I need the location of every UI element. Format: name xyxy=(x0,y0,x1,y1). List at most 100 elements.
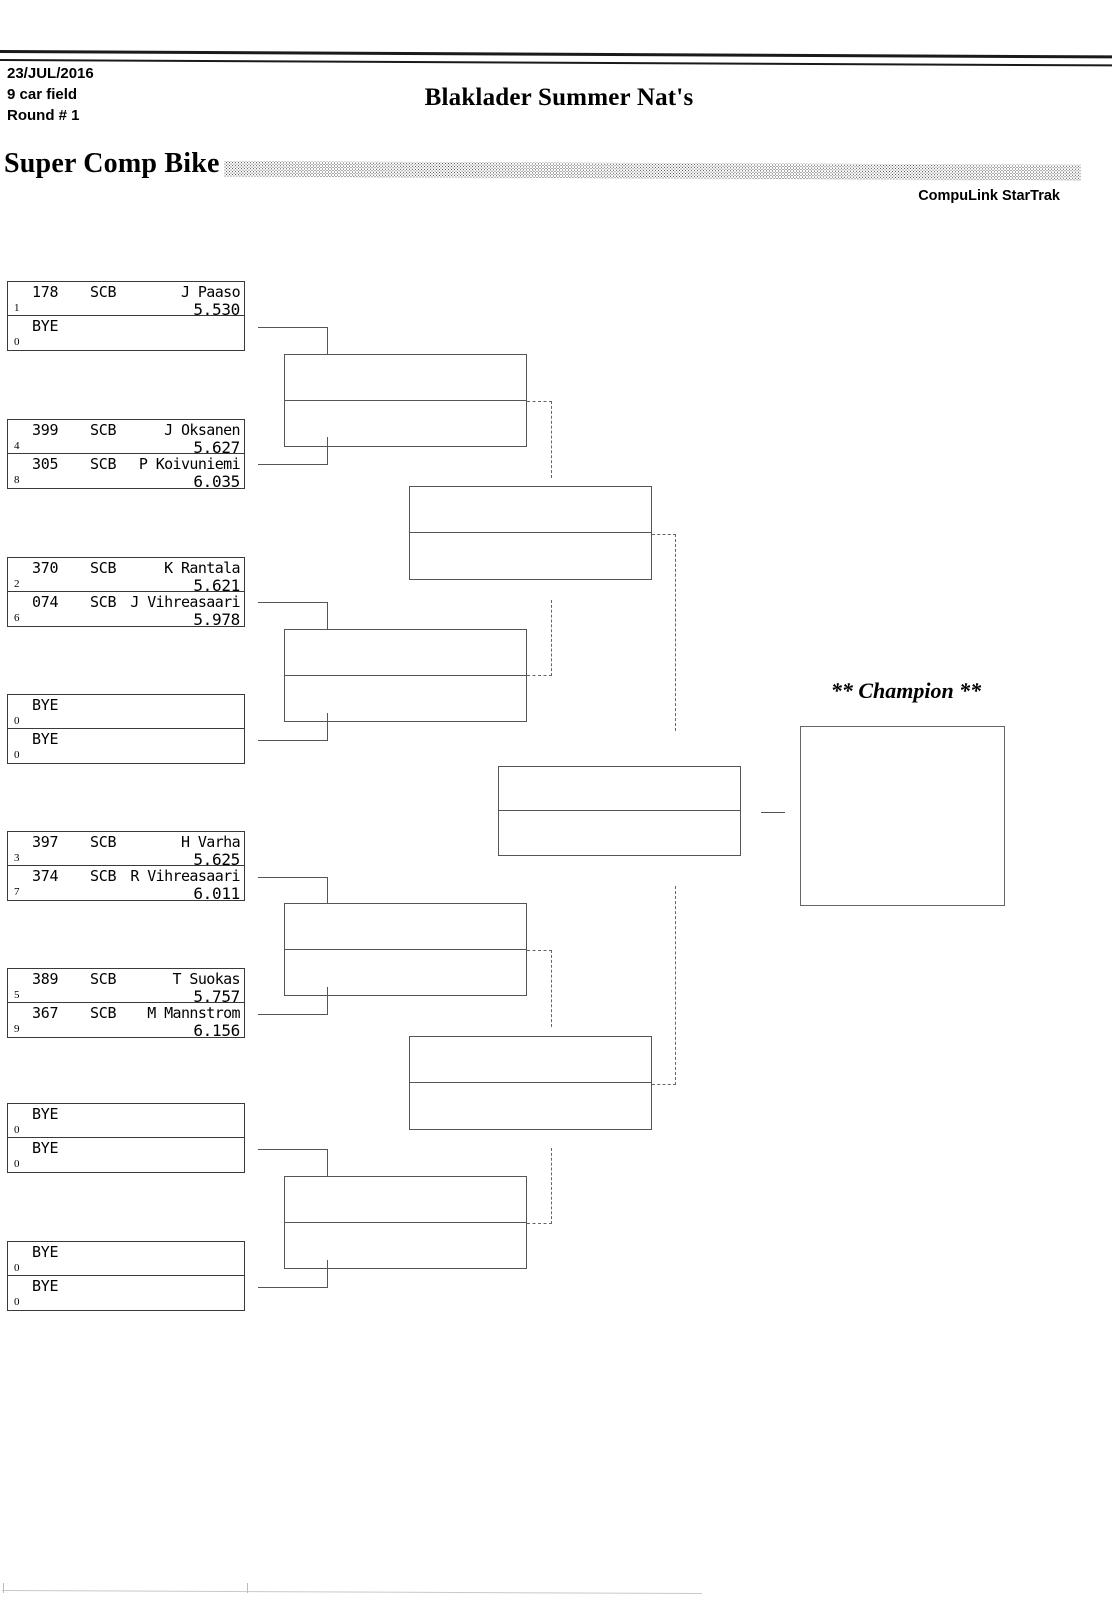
class-code: SCB xyxy=(90,1004,117,1022)
connector-line xyxy=(327,877,328,904)
round2-pair-2[interactable] xyxy=(284,629,527,722)
footer-rule xyxy=(1,1590,702,1595)
round1-pair-4[interactable]: BYE 0 BYE 0 xyxy=(7,694,245,764)
round3-pair-2[interactable] xyxy=(409,1036,652,1130)
round1-pair-5[interactable]: 397 SCB H Varha 5.625 3 374 SCB R Vihrea… xyxy=(7,831,245,903)
entry-slot[interactable] xyxy=(285,355,526,401)
elapsed-time: 6.156 xyxy=(193,1021,240,1040)
elapsed-time: 5.627 xyxy=(193,438,240,457)
lane-number: 9 xyxy=(14,1023,20,1035)
entry-slot[interactable] xyxy=(285,1223,526,1269)
connector-line xyxy=(652,534,676,535)
entry-slot[interactable] xyxy=(285,401,526,447)
driver-name: J Oksanen xyxy=(164,421,240,439)
entry-slot[interactable] xyxy=(285,950,526,996)
car-number: 367 xyxy=(32,1004,59,1022)
entry-slot[interactable]: BYE 0 xyxy=(8,729,244,763)
vendor-label: CompuLink StarTrak xyxy=(918,188,1060,204)
final-pair[interactable] xyxy=(498,766,741,856)
champion-box[interactable] xyxy=(800,726,1005,906)
entry-slot[interactable]: 389 SCB T Suokas 5.757 5 xyxy=(8,969,244,1006)
driver-name: J Vihreasaari xyxy=(130,593,240,611)
lane-number: 0 xyxy=(14,1262,20,1274)
elapsed-time: 5.621 xyxy=(193,576,240,595)
connector-line xyxy=(527,1223,552,1224)
connector-line xyxy=(551,600,552,676)
lane-number: 4 xyxy=(14,440,20,452)
connector-line xyxy=(258,1149,328,1150)
entry-slot[interactable]: 178 SCB J Paaso 5.530 1 xyxy=(8,282,244,319)
connector-line xyxy=(761,812,785,813)
entry-slot[interactable] xyxy=(285,630,526,676)
connector-line xyxy=(258,1287,328,1288)
round1-pair-7[interactable]: BYE 0 BYE 0 xyxy=(7,1103,245,1173)
entry-slot[interactable]: 074 SCB J Vihreasaari 5.978 6 xyxy=(8,592,244,629)
class-code: SCB xyxy=(90,593,117,611)
lane-number: 5 xyxy=(14,989,20,1001)
connector-line xyxy=(258,740,328,741)
class-code: SCB xyxy=(90,455,117,473)
class-code: SCB xyxy=(90,559,117,577)
driver-name: M Mannstrom xyxy=(147,1004,240,1022)
elapsed-time: 5.625 xyxy=(193,850,240,869)
connector-line xyxy=(327,437,328,465)
entry-slot[interactable]: 374 SCB R Vihreasaari 6.011 7 xyxy=(8,866,244,903)
entry-slot[interactable]: BYE 0 xyxy=(8,1276,244,1310)
header-round: Round # 1 xyxy=(7,107,80,124)
driver-name: K Rantala xyxy=(164,559,240,577)
entry-slot[interactable] xyxy=(285,904,526,950)
driver-name: J Paaso xyxy=(180,283,241,301)
header-meta: 23/JUL/2016 9 car field Round # 1 xyxy=(7,63,94,126)
lane-number: 8 xyxy=(14,474,20,486)
lane-number: 2 xyxy=(14,578,20,590)
round1-pair-2[interactable]: 399 SCB J Oksanen 5.627 4 305 SCB P Koiv… xyxy=(7,419,245,491)
lane-number: 0 xyxy=(14,1124,20,1136)
bye-label: BYE xyxy=(32,696,59,714)
header-field: 9 car field xyxy=(7,86,78,103)
connector-line xyxy=(652,1084,676,1085)
round1-pair-8[interactable]: BYE 0 BYE 0 xyxy=(7,1241,245,1311)
entry-slot[interactable]: 367 SCB M Mannstrom 6.156 9 xyxy=(8,1003,244,1040)
entry-slot[interactable] xyxy=(410,533,651,579)
bye-label: BYE xyxy=(32,1105,59,1123)
entry-slot[interactable] xyxy=(410,1083,651,1129)
entry-slot[interactable]: BYE 0 xyxy=(8,1138,244,1172)
entry-slot[interactable]: BYE 0 xyxy=(8,1104,244,1138)
elapsed-time: 6.035 xyxy=(193,472,240,491)
driver-name: H Varha xyxy=(180,833,241,851)
round1-pair-6[interactable]: 389 SCB T Suokas 5.757 5 367 SCB M Manns… xyxy=(7,968,245,1040)
bye-label: BYE xyxy=(32,1243,59,1261)
header-rule-bottom xyxy=(0,59,1112,67)
round2-pair-4[interactable] xyxy=(284,1176,527,1269)
connector-line xyxy=(551,1148,552,1224)
car-number: 370 xyxy=(32,559,59,577)
entry-slot[interactable] xyxy=(499,811,740,855)
footer-tick xyxy=(3,1583,4,1593)
entry-slot[interactable] xyxy=(410,1037,651,1083)
entry-slot[interactable]: 370 SCB K Rantala 5.621 2 xyxy=(8,558,244,595)
entry-slot[interactable] xyxy=(285,676,526,722)
bye-label: BYE xyxy=(32,1277,59,1295)
round1-pair-3[interactable]: 370 SCB K Rantala 5.621 2 074 SCB J Vihr… xyxy=(7,557,245,629)
round2-pair-1[interactable] xyxy=(284,354,527,447)
round3-pair-1[interactable] xyxy=(409,486,652,580)
entry-slot[interactable]: 397 SCB H Varha 5.625 3 xyxy=(8,832,244,869)
entry-slot[interactable] xyxy=(410,487,651,533)
elapsed-time: 5.978 xyxy=(193,610,240,629)
entry-slot[interactable]: 399 SCB J Oksanen 5.627 4 xyxy=(8,420,244,457)
round2-pair-3[interactable] xyxy=(284,903,527,996)
lane-number: 6 xyxy=(14,612,20,624)
entry-slot[interactable]: 305 SCB P Koivuniemi 6.035 8 xyxy=(8,454,244,491)
class-title-rule xyxy=(212,161,1082,181)
connector-line xyxy=(527,401,552,402)
entry-slot[interactable]: BYE 0 xyxy=(8,695,244,729)
class-title: Super Comp Bike xyxy=(4,148,224,180)
connector-line xyxy=(551,401,552,478)
entry-slot[interactable]: BYE 0 xyxy=(8,1242,244,1276)
entry-slot[interactable] xyxy=(499,767,740,811)
entry-slot[interactable]: BYE 0 xyxy=(8,316,244,350)
round1-pair-1[interactable]: 178 SCB J Paaso 5.530 1 BYE 0 xyxy=(7,281,245,351)
entry-slot[interactable] xyxy=(285,1177,526,1223)
connector-line xyxy=(675,534,676,731)
